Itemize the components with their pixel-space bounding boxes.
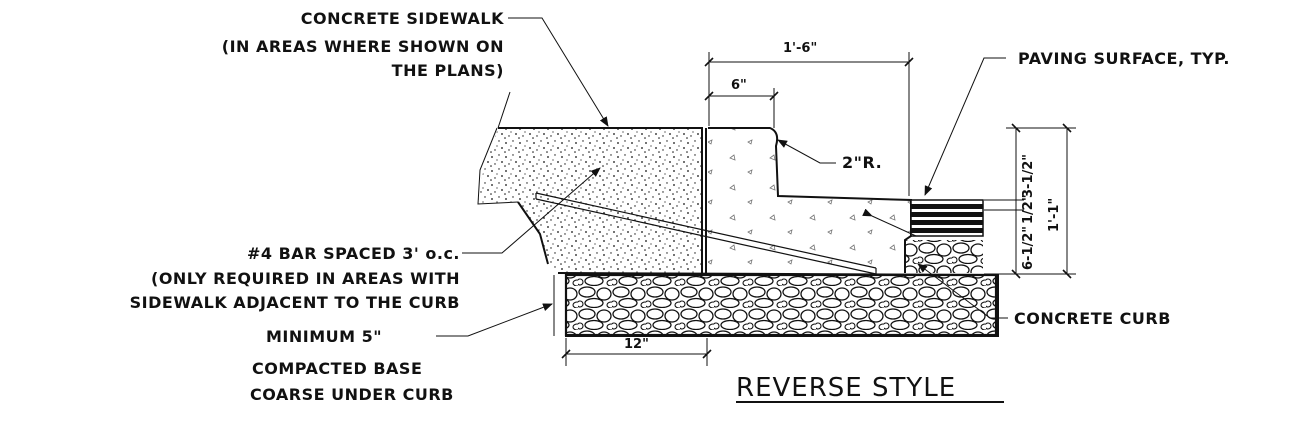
concrete-curb: [701, 127, 912, 273]
rebar: [535, 192, 877, 275]
detail-title: REVERSE STYLE: [736, 373, 956, 403]
bar-label-line2: (ONLY REQUIRED IN AREAS WITH: [151, 269, 460, 288]
concrete-curb-label: CONCRETE CURB: [1014, 309, 1171, 328]
compacted-base: [553, 272, 999, 337]
sidewalk-label-line3: THE PLANS): [392, 61, 504, 80]
paving-surface: [905, 199, 984, 273]
dim-upper-height-label: 3-1/2": [1021, 154, 1036, 198]
base-label-line1: MINIMUM 5": [266, 327, 382, 346]
bar-label-line3: SIDEWALK ADJACENT TO THE CURB: [130, 293, 460, 312]
paving-surface-label: PAVING SURFACE, TYP.: [1018, 49, 1230, 68]
base-label-line3: COARSE UNDER CURB: [250, 385, 454, 404]
concrete-sidewalk: [477, 91, 703, 273]
dim-mid-height-label: 1/2": [1021, 194, 1036, 224]
dim-overall-width-label: 1'-6": [783, 41, 817, 56]
dim-total-height-label: 1'-1": [1047, 198, 1062, 232]
sidewalk-label-line2: (IN AREAS WHERE SHOWN ON: [222, 37, 504, 56]
base-label-line2: COMPACTED BASE: [252, 359, 422, 378]
dimension-overall-width: 1'-6": [704, 41, 914, 196]
dimension-base-width: 12": [561, 337, 712, 366]
dimension-top-width: 6": [704, 78, 779, 128]
dimension-vertical: 3-1/2" 1/2" 6-1/2" 1'-1": [984, 123, 1076, 279]
leader-lines: [436, 17, 1008, 337]
dim-base-width-label: 12": [624, 337, 649, 352]
bar-label-line1: #4 BAR SPACED 3' o.c.: [247, 244, 460, 263]
sidewalk-label-line1: CONCRETE SIDEWALK: [301, 9, 504, 28]
dim-lower-height-label: 6-1/2": [1021, 226, 1036, 270]
dim-top-width-label: 6": [731, 78, 747, 93]
radius-label: 2"R.: [842, 153, 882, 172]
